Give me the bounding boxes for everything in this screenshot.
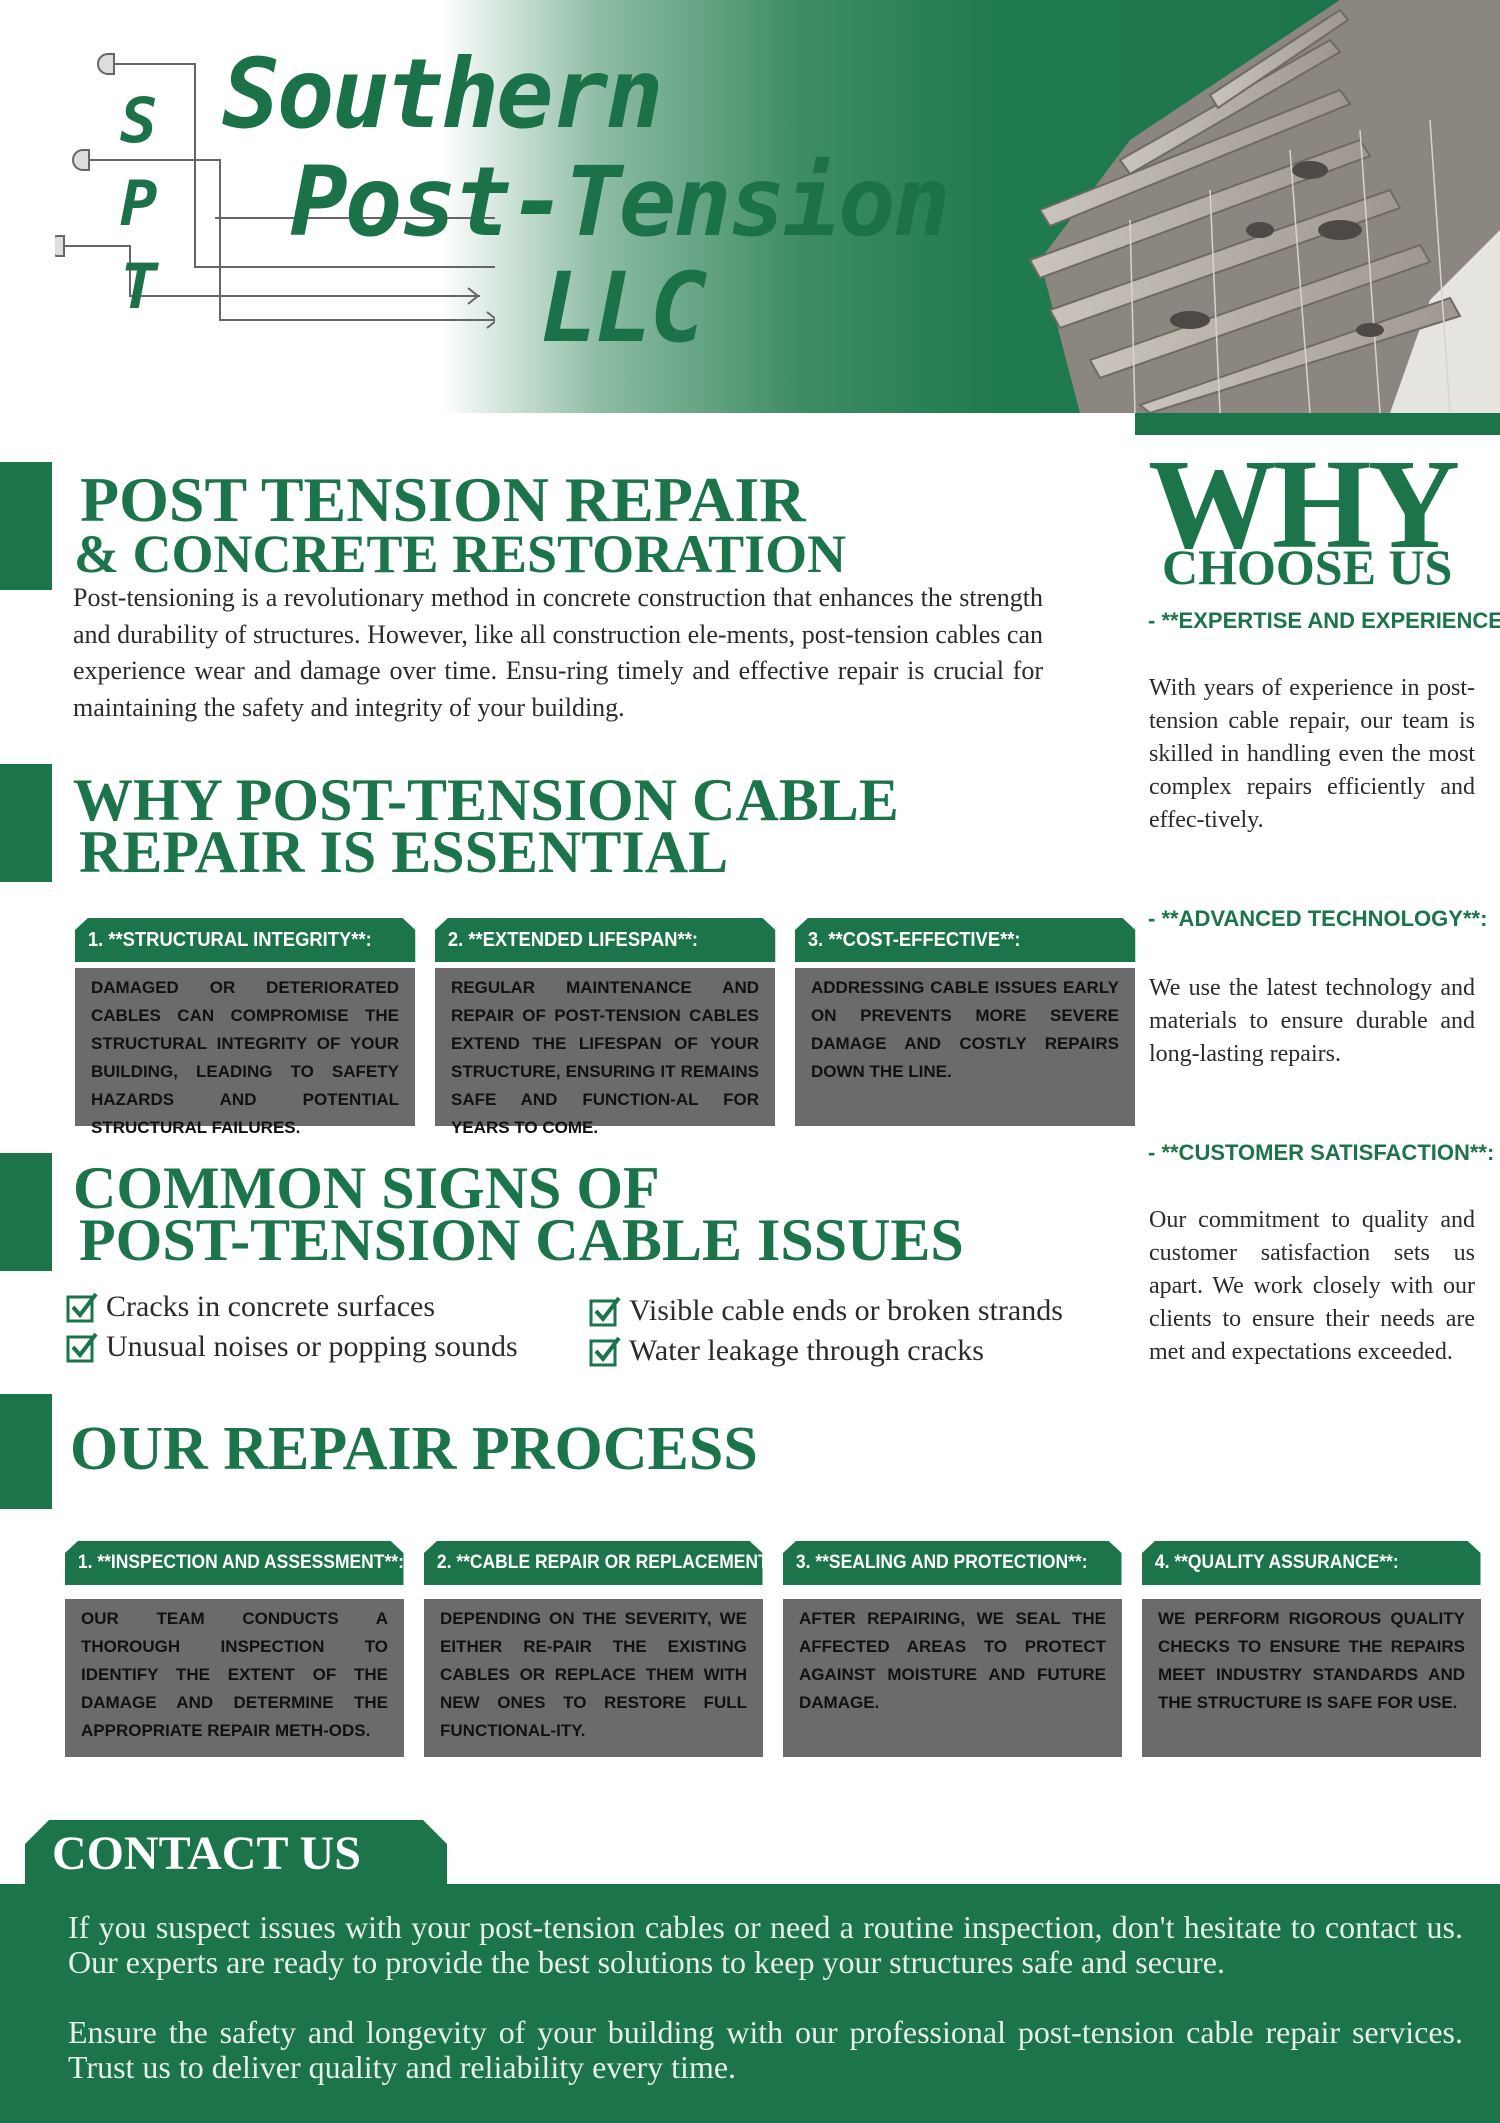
process-card-text: Our team conducts a thorough inspection … (65, 1599, 404, 1757)
logo-initial-t: T (120, 250, 158, 323)
logo-initial-p: P (120, 167, 158, 240)
process-card-text: Depending on the severity, we either re-… (424, 1599, 763, 1757)
contact-heading: CONTACT US (52, 1827, 361, 1880)
process-card-text: We perform rigorous quality checks to en… (1142, 1599, 1481, 1757)
essential-card-2: 2. **EXTENDED LIFESPAN**: Regular mainte… (435, 918, 775, 1137)
essential-card-text: Addressing cable issues early on prevent… (795, 968, 1135, 1126)
intro-paragraph: Post-tensioning is a revolutionary metho… (73, 583, 1043, 722)
why-point-label: - **ADVANCED TECHNOLOGY**: (1148, 906, 1488, 931)
process-heading: OUR REPAIR PROCESS (70, 1415, 758, 1483)
why-heading-small: CHOOSE US (1162, 539, 1453, 595)
contact-paragraph-1: If you suspect issues with your post-ten… (68, 1909, 1463, 1980)
checkbox-checked-icon (589, 1336, 621, 1367)
intro-heading-line1: POST TENSION REPAIR (80, 464, 806, 535)
sign-item: Unusual noises or popping sounds (66, 1330, 518, 1364)
checkbox-checked-icon (66, 1292, 98, 1323)
why-point-text: We use the latest technology and materia… (1149, 975, 1475, 1067)
process-card-title: 4. **QUALITY ASSURANCE**: (1142, 1541, 1481, 1585)
signs-heading-line2: POST-TENSION CABLE ISSUES (79, 1207, 964, 1273)
process-card-3: 3. **SEALING AND PROTECTION**: After rep… (783, 1541, 1122, 1757)
why-point-text: With years of experience in post-tension… (1149, 675, 1475, 833)
sign-item-label: Visible cable ends or broken strands (629, 1294, 1063, 1327)
logo-initial-s: S (120, 84, 158, 157)
section-accent-bar (0, 1153, 52, 1271)
sign-item-label: Water leakage through cracks (629, 1334, 984, 1367)
brand-name-line2: Post-Tension (290, 146, 951, 258)
process-card-2: 2. **CABLE REPAIR OR REPLACEMENT**: Depe… (424, 1541, 763, 1757)
contact-panel: If you suspect issues with your post-ten… (0, 1884, 1500, 2123)
essential-card-text: Regular maintenance and repair of post-t… (435, 968, 775, 1137)
process-card-title: 3. **SEALING AND PROTECTION**: (783, 1541, 1122, 1585)
process-card-title: 2. **CABLE REPAIR OR REPLACEMENT**: (424, 1541, 763, 1585)
essential-card-1: 1. **STRUCTURAL INTEGRITY**: Damaged or … (75, 918, 415, 1137)
essential-heading-line1: WHY POST-TENSION CABLE (73, 767, 899, 833)
essential-card-title: 3. **COST-EFFECTIVE**: (795, 918, 1135, 962)
why-accent-bar (1135, 413, 1500, 435)
why-point-label: - **EXPERTISE AND EXPERIENCE**: (1148, 608, 1500, 633)
section-accent-bar (0, 1394, 52, 1509)
why-point-text: Our commitment to quality and customer s… (1149, 1207, 1475, 1365)
process-card-text: After repairing, we seal the affected ar… (783, 1599, 1122, 1757)
logo-cable-lines (55, 53, 495, 329)
process-card-4: 4. **QUALITY ASSURANCE**: We perform rig… (1142, 1541, 1481, 1757)
process-card-1: 1. **INSPECTION AND ASSESSMENT**: Our te… (65, 1541, 404, 1757)
checkbox-checked-icon (589, 1296, 621, 1327)
essential-card-title: 1. **STRUCTURAL INTEGRITY**: (75, 918, 415, 962)
sign-item: Visible cable ends or broken strands (589, 1294, 1063, 1328)
intro-heading-line2: & CONCRETE RESTORATION (74, 524, 847, 584)
essential-card-text: Damaged or deteriorated cables can compr… (75, 968, 415, 1137)
sign-item: Cracks in concrete surfaces (66, 1290, 435, 1324)
process-card-title: 1. **INSPECTION AND ASSESSMENT**: (65, 1541, 404, 1585)
brand-name-line3: LLC (540, 252, 707, 364)
essential-heading-line2: REPAIR IS ESSENTIAL (79, 819, 729, 885)
why-heading-big: WHY (1148, 433, 1460, 575)
sign-item: Water leakage through cracks (589, 1334, 984, 1368)
why-point-label: - **CUSTOMER SATISFACTION**: (1148, 1140, 1495, 1165)
brand-name-line1: Southern (222, 38, 663, 150)
building-photo (1028, 0, 1500, 413)
essential-card-title: 2. **EXTENDED LIFESPAN**: (435, 918, 775, 962)
essential-card-3: 3. **COST-EFFECTIVE**: Addressing cable … (795, 918, 1135, 1126)
section-accent-bar (0, 462, 52, 590)
header-banner: S P T Southern Post-Tension LLC (0, 0, 1500, 413)
checkbox-checked-icon (66, 1332, 98, 1363)
sign-item-label: Cracks in concrete surfaces (106, 1290, 436, 1323)
sign-item-label: Unusual noises or popping sounds (106, 1330, 518, 1363)
section-accent-bar (0, 764, 52, 882)
contact-tab (25, 1820, 447, 1885)
contact-paragraph-2: Ensure the safety and longevity of your … (68, 2014, 1463, 2085)
signs-heading-line1: COMMON SIGNS OF (73, 1155, 660, 1221)
